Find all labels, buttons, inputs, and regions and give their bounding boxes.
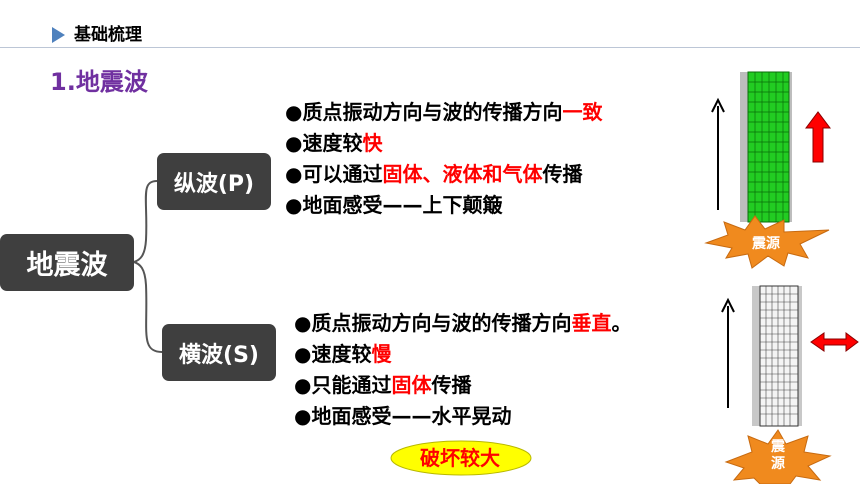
list-item: ●速度较快 [285,131,383,155]
s-wave-node: 横波(S) [162,324,276,381]
list-item: ●质点振动方向与波的传播方向垂直。 [294,311,632,335]
header-arrow-icon [52,27,65,43]
list-item: ●速度较慢 [294,342,392,366]
list-item: ●地面感受——上下颠簸 [285,193,503,217]
header-title: 基础梳理 [74,25,142,45]
source-burst-1-icon [704,215,830,269]
list-item: ●可以通过固体、液体和气体传播 [285,162,583,186]
p-column-grid-lines [748,72,789,222]
damage-label: 破坏较大 [420,446,500,470]
source-label-2: 震源 [771,439,785,472]
list-item: ●地面感受——水平晃动 [294,404,512,428]
p-propagation-arrow-icon [711,97,725,210]
s-column-grid-lines [760,286,798,426]
section-title: 1.地震波 [50,68,148,96]
brace-connector [130,180,163,353]
source-burst-2-icon [724,429,832,484]
p-vibration-arrow-icon [805,111,831,163]
root-node-earthquake-wave: 地震波 [0,234,134,291]
source-label-1: 震源 [752,236,780,252]
damage-callout-bubble [390,440,532,476]
s-propagation-arrow-icon [721,297,735,408]
s-vibration-arrow-icon [810,332,859,352]
list-item: ●质点振动方向与波的传播方向一致 [285,100,603,124]
s-column-grid [759,285,799,427]
s-wave-properties: ●质点振动方向与波的传播方向垂直。 ●速度较慢 ●只能通过固体传播 ●地面感受—… [294,308,631,432]
p-wave-properties: ●质点振动方向与波的传播方向一致 ●速度较快 ●可以通过固体、液体和气体传播 ●… [285,97,602,221]
p-wave-node: 纵波(P) [157,153,271,210]
header-divider [0,47,860,48]
list-item: ●只能通过固体传播 [294,373,472,397]
